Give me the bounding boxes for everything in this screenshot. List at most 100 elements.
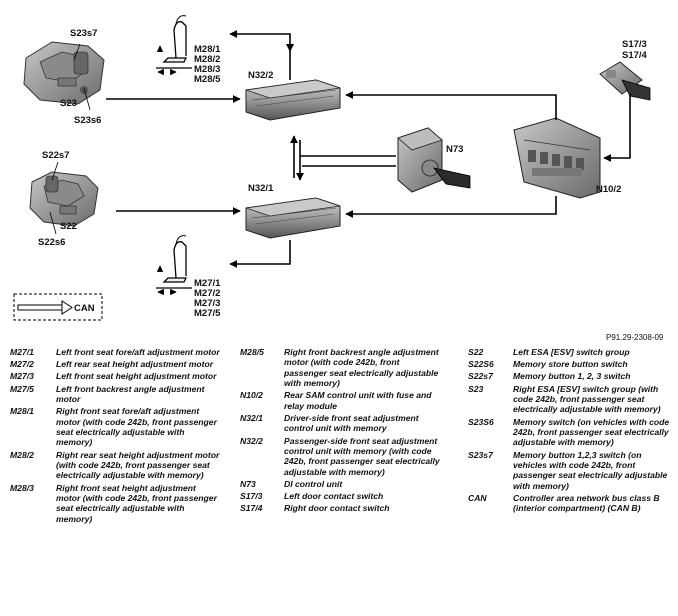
label-n73: N73 — [446, 144, 463, 155]
rear-sam-n10-2-image — [513, 117, 601, 199]
label-s17-3: S17/3 — [622, 39, 647, 50]
legend-description: Left front seat height adjustment motor — [56, 371, 217, 382]
legend-description: DI control unit — [284, 479, 343, 490]
label-s23s6: S23s6 — [74, 115, 101, 126]
legend-description: Memory button 1,2,3 switch (on vehicles … — [513, 449, 668, 491]
legend-column-2: M28/5 Right front backrest angle adjustme… — [240, 347, 440, 516]
label-m27-1: M27/1 — [194, 278, 221, 289]
legend-description: Controller area network bus class B (int… — [513, 493, 660, 514]
legend-code: M28/1 — [10, 406, 34, 417]
legend-row: M27/1 Left front seat fore/aft adjustment… — [10, 347, 222, 357]
legend-row: N73 DI control unit — [240, 479, 440, 489]
label-s23: S23 — [60, 98, 77, 109]
legend-description: Right front seat fore/aft adjustment mot… — [56, 406, 217, 448]
control-unit-n32-1-image — [245, 197, 341, 239]
legend-row: S22 Left ESA [ESV] switch group — [468, 347, 670, 357]
control-unit-n32-2-image — [245, 79, 341, 121]
legend-description: Left ESA [ESV] switch group — [513, 347, 630, 357]
legend-code: N32/2 — [240, 435, 263, 446]
legend-description: Left door contact switch — [284, 491, 384, 502]
legend-row: CAN Controller area network bus class B (… — [468, 493, 670, 514]
legend-code: M27/3 — [10, 371, 34, 382]
system-diagram: CAN S23s7 S23 S23s6 S22s7 S22 S22s6 M28/… — [13, 15, 664, 342]
legend-row: S22s7 Memory button 1, 2, 3 switch — [468, 371, 670, 381]
legend-code: M28/3 — [10, 482, 34, 493]
legend-code: N73 — [240, 479, 256, 490]
legend-row: M28/3 Right front seat height adjustment … — [10, 483, 222, 525]
legend-row: M28/1 Right front seat fore/aft adjustmen… — [10, 406, 222, 448]
legend-code: M28/2 — [10, 449, 34, 460]
figure-reference: P91.29-2308-09 — [606, 333, 664, 342]
legend-code: M27/1 — [10, 347, 34, 357]
connection-lines — [106, 30, 631, 268]
legend-code: S17/3 — [240, 491, 263, 502]
legend-row: N32/2 Passenger-side front seat adjustmen… — [240, 436, 440, 478]
legend-row: N10/2 Rear SAM control unit with fuse and… — [240, 390, 440, 411]
legend-code: S22 — [468, 347, 484, 357]
di-control-unit-n73-image — [397, 127, 471, 193]
label-s22s6: S22s6 — [38, 237, 65, 248]
legend-description: Left front backrest angle adjustment mot… — [56, 383, 205, 405]
label-s17-4: S17/4 — [622, 50, 648, 61]
legend-code: S23S6 — [468, 416, 494, 427]
switch-group-s23-image — [23, 41, 105, 105]
legend-code: N10/2 — [240, 390, 263, 401]
switch-group-s22-image — [29, 171, 99, 227]
legend-code: N32/1 — [240, 413, 263, 424]
legend-description: Rear SAM control unit with fuse and rela… — [284, 390, 432, 411]
label-n32-1: N32/1 — [248, 183, 274, 194]
door-contact-switch-image — [599, 61, 651, 101]
label-n32-2: N32/2 — [248, 70, 273, 81]
legend-row: S22S6 Memory store button switch — [468, 359, 670, 369]
legend-row: S17/3 Left door contact switch — [240, 491, 440, 501]
legend-row: M27/3 Left front seat height adjustment m… — [10, 371, 222, 381]
legend-description: Right ESA [ESV] switch group (with code … — [513, 383, 661, 415]
legend-row: M28/2 Right rear seat height adjustment m… — [10, 450, 222, 481]
legend-code: M27/2 — [10, 359, 34, 370]
legend-description: Left rear seat height adjustment motor — [56, 359, 214, 370]
label-m27-3: M27/3 — [194, 298, 220, 309]
legend-description: Right door contact switch — [284, 503, 390, 514]
label-s23s7: S23s7 — [70, 28, 97, 39]
legend-description: Driver-side front seat adjustment contro… — [284, 413, 419, 434]
legend-row: S23S6 Memory switch (on vehicles with cod… — [468, 417, 670, 448]
legend-description: Left front seat fore/aft adjustment moto… — [56, 347, 220, 357]
legend-description: Memory switch (on vehicles with code 242… — [513, 416, 670, 448]
legend-row: M27/2 Left rear seat height adjustment mo… — [10, 359, 222, 369]
can-legend-label: CAN — [74, 303, 95, 314]
legend-row: N32/1 Driver-side front seat adjustment c… — [240, 413, 440, 434]
arrowhead — [286, 44, 294, 52]
label-m27-2: M27/2 — [194, 288, 220, 299]
label-n10-2: N10/2 — [596, 184, 621, 195]
legend-code: CAN — [468, 493, 487, 504]
legend-description: Right rear seat height adjustment motor … — [56, 449, 220, 481]
legend-description: Right front backrest angle adjustment mo… — [284, 347, 439, 389]
legend-row: M27/5 Left front backrest angle adjustmen… — [10, 384, 222, 405]
legend-code: S22S6 — [468, 359, 494, 370]
legend-description: Memory store button switch — [513, 359, 628, 370]
legend-column-1: M27/1 Left front seat fore/aft adjustment… — [10, 347, 222, 526]
label-s22s7: S22s7 — [42, 150, 69, 161]
legend-code: M28/5 — [240, 347, 264, 357]
passenger-seat-icon — [156, 15, 192, 76]
legend-code: S22s7 — [468, 371, 493, 382]
legend-description: Passenger-side front seat adjustment con… — [284, 435, 440, 477]
label-m28-5: M28/5 — [194, 74, 221, 85]
can-legend-box: CAN — [13, 293, 103, 321]
legend-description: Memory button 1, 2, 3 switch — [513, 371, 631, 382]
legend-row: M28/5 Right front backrest angle adjustme… — [240, 347, 440, 389]
label-m28-3: M28/3 — [194, 64, 220, 75]
label-m27-5: M27/5 — [194, 308, 221, 319]
legend-row: S23 Right ESA [ESV] switch group (with co… — [468, 384, 670, 415]
label-m28-2: M28/2 — [194, 54, 220, 65]
legend-code: S17/4 — [240, 503, 263, 514]
legend-code: M27/5 — [10, 383, 34, 394]
legend-code: S23 — [468, 383, 484, 394]
label-m28-1: M28/1 — [194, 44, 221, 55]
legend-row: S17/4 Right door contact switch — [240, 503, 440, 513]
legend-description: Right front seat height adjustment motor… — [56, 482, 217, 524]
label-s22: S22 — [60, 221, 77, 232]
driver-seat-icon — [156, 235, 192, 296]
